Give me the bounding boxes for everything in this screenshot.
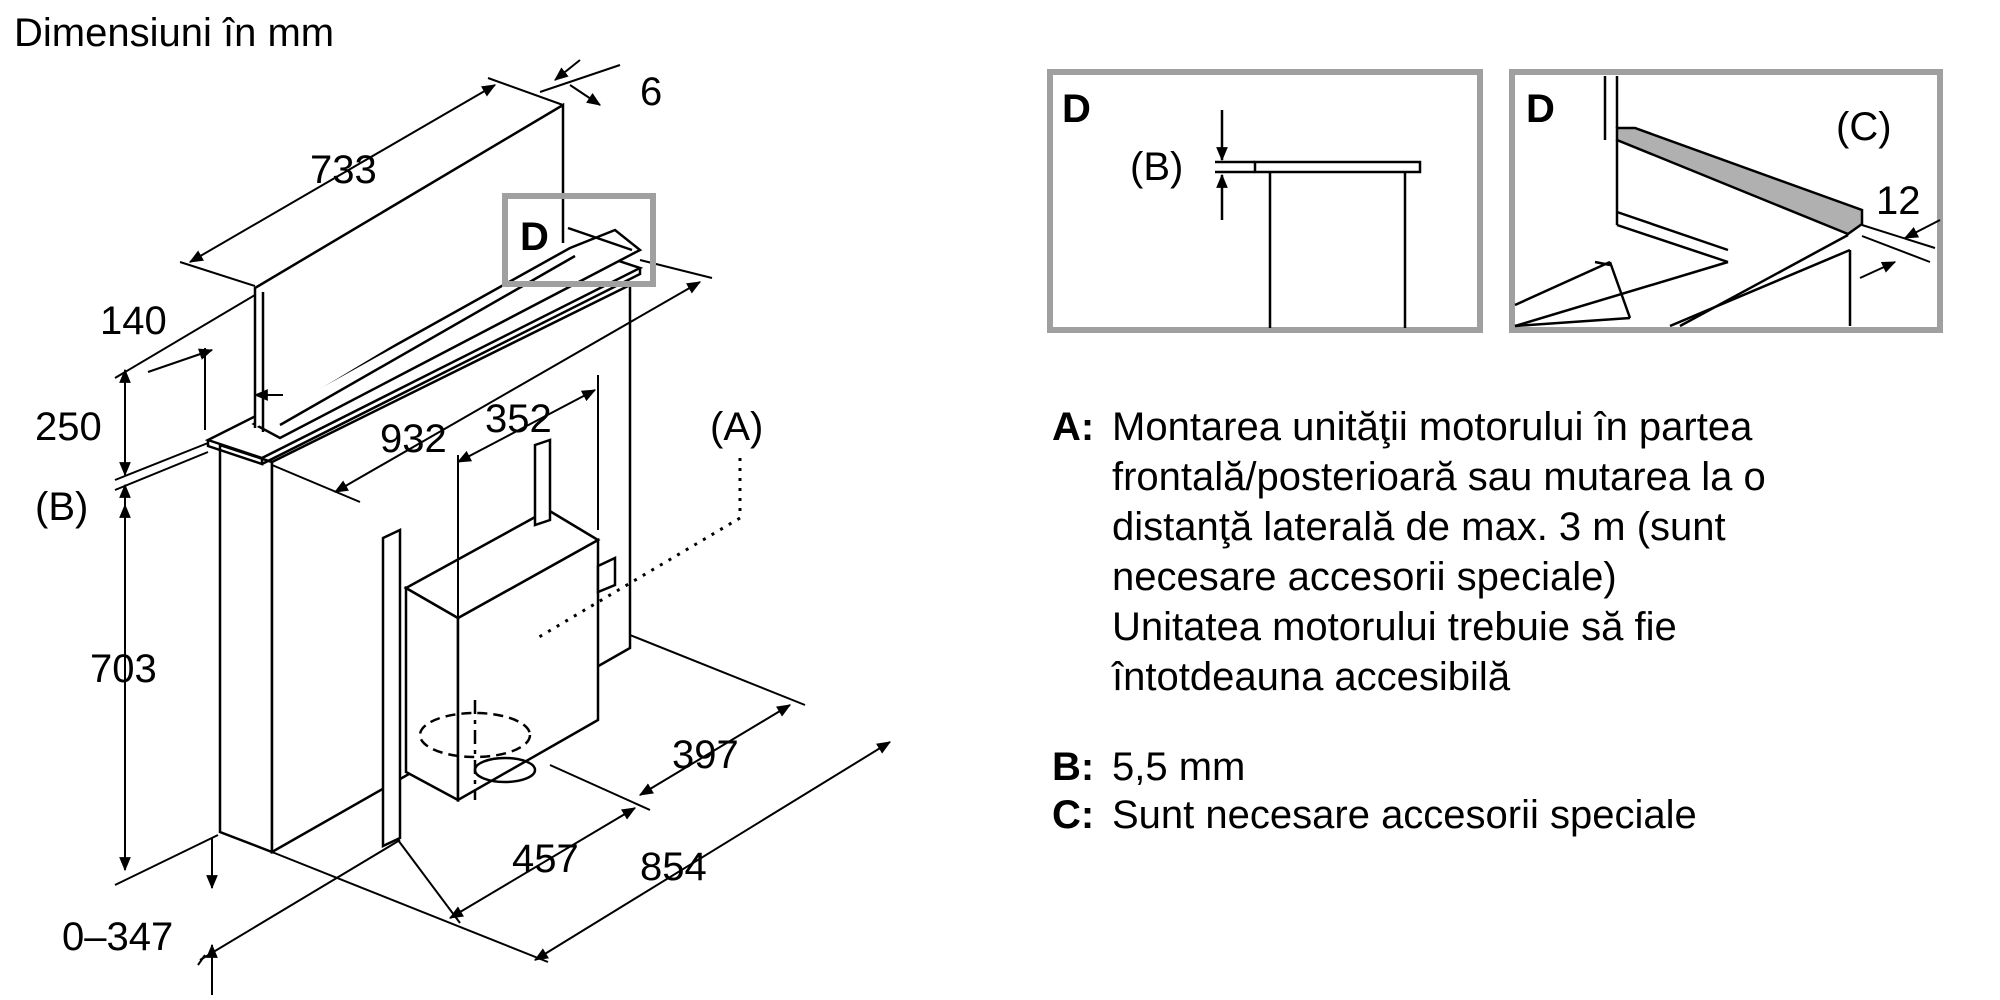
legend-b-line-1: 5,5 mm: [1112, 745, 1245, 789]
legend-a-line-1: Montarea unităţii motorului în partea: [1112, 405, 1753, 449]
motor-unit: [403, 438, 617, 803]
label-b-detail: (B): [1130, 145, 1183, 189]
legend-key-a: A:: [1052, 405, 1094, 449]
label-c-detail: (C): [1836, 105, 1892, 149]
dim-457: 457: [512, 837, 579, 881]
dim-12: 12: [1876, 179, 1921, 223]
legend-a-line-4: necesare accesorii speciale): [1112, 555, 1617, 599]
detail-box-c: D (C) 12: [1509, 69, 1943, 333]
dim-6: 6: [640, 70, 662, 114]
detail-box-c-marker: D: [1526, 87, 1555, 131]
label-b-main: (B): [35, 485, 88, 529]
legend-a-line-5: Unitatea motorului trebuie să fie: [1112, 605, 1677, 649]
dim-0-347: 0–347: [62, 915, 173, 959]
drawing-title: Dimensiuni în mm: [14, 11, 334, 55]
detail-d-marker: D: [520, 215, 549, 259]
legend-a-line-2: frontală/posterioară sau mutarea la o: [1112, 455, 1766, 499]
legend-c-line-1: Sunt necesare accesorii speciale: [1112, 793, 1697, 837]
legend-key-c: C:: [1052, 793, 1094, 837]
dim-352: 352: [485, 397, 552, 441]
label-a-main: (A): [710, 405, 763, 449]
dim-703: 703: [90, 647, 157, 691]
duct-pipe: [381, 528, 402, 848]
dim-250: 250: [35, 405, 102, 449]
dim-854: 854: [640, 845, 707, 889]
legend-a-line-6: întotdeauna accesibilă: [1111, 655, 1511, 699]
dim-397: 397: [672, 733, 739, 777]
legend: A: Montarea unităţii motorului în partea…: [1052, 405, 1766, 837]
legend-a-line-3: distanţă laterală de max. 3 m (sunt: [1112, 505, 1726, 549]
dim-733: 733: [310, 148, 377, 192]
dim-140: 140: [100, 299, 167, 343]
detail-box-b: D (B): [1047, 69, 1483, 333]
detail-box-b-marker: D: [1062, 87, 1091, 131]
detail-d-frame: [502, 193, 656, 287]
legend-key-b: B:: [1052, 745, 1094, 789]
leader-A: [533, 458, 742, 642]
dim-932: 932: [380, 417, 447, 461]
